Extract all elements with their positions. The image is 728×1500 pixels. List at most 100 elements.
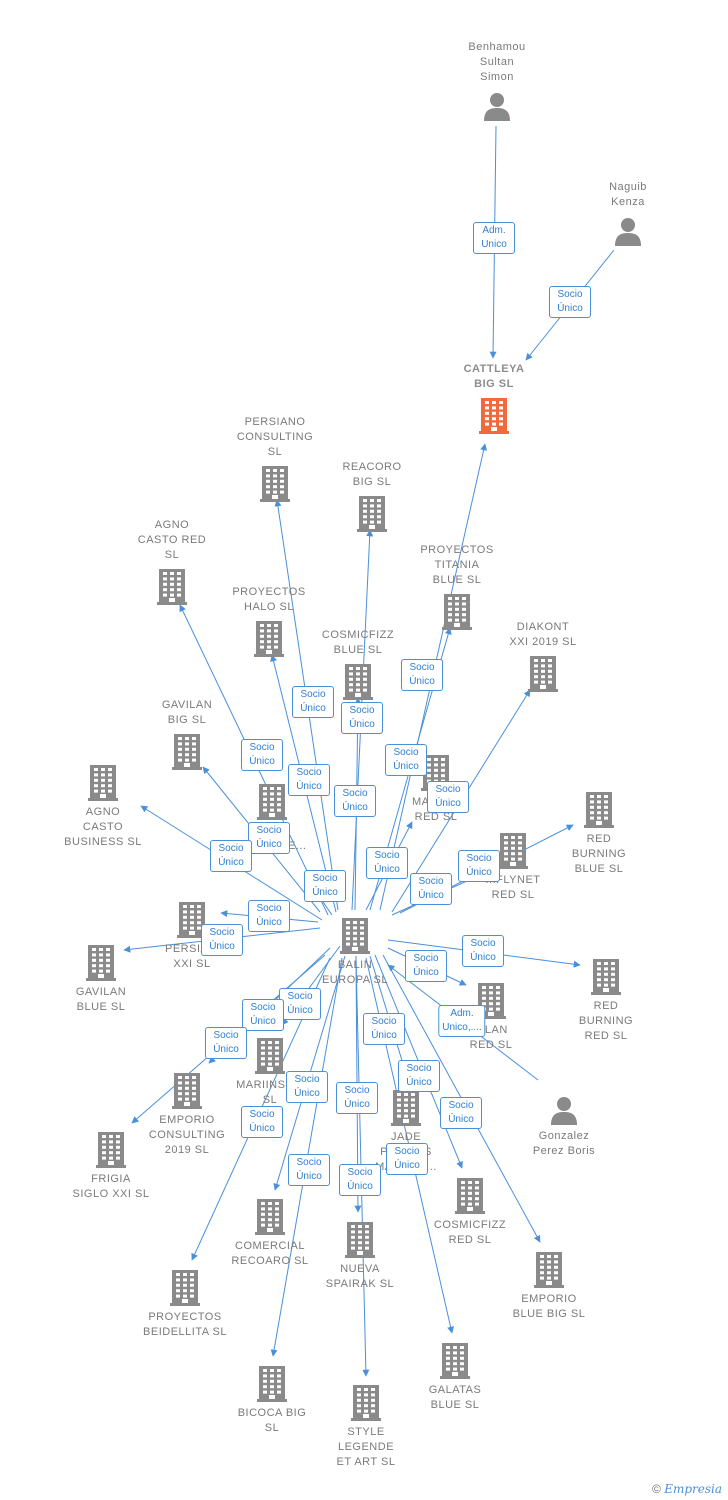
node-label: BALIN EUROPA SL — [321, 959, 389, 986]
company-agno_business[interactable]: AGNO CASTO BUSINESS SL — [43, 765, 163, 850]
node-label: FRIGIA SIGLO XXI SL — [72, 1173, 150, 1200]
edge-label-proyectos_titania[interactable]: Socio Único — [385, 744, 427, 776]
building-icon — [395, 1343, 515, 1379]
edge-label-mari_red[interactable]: Socio Único — [366, 847, 408, 879]
edge-label-agno_red[interactable]: Socio Único — [241, 739, 283, 771]
company-bicoca[interactable]: BICOCA BIG SL — [212, 1366, 332, 1436]
building-icon — [295, 918, 415, 954]
company-proyectos_halo[interactable]: PROYECTOS HALO SL — [209, 585, 329, 657]
building-icon — [539, 792, 659, 828]
company-gavilan_blue[interactable]: GAVILAN BLUE SL — [41, 945, 161, 1015]
person-benhamou[interactable]: Benhamou Sultan Simon — [437, 40, 557, 121]
node-label: PROYECTOS BEIDELLITA SL — [143, 1311, 227, 1338]
edge-label-reacoro[interactable]: Socio Único — [341, 702, 383, 734]
building-icon — [306, 1385, 426, 1421]
edge-label-gavilan_red[interactable]: Socio Único — [405, 950, 447, 982]
edge-label-galatas[interactable]: Socio Único — [386, 1143, 428, 1175]
edge-label-cosmicfizz_blue[interactable]: Socio Único — [334, 785, 376, 817]
company-reacoro[interactable]: REACORO BIG SL — [312, 460, 432, 532]
edge-label-cattleya[interactable]: Adm. Unico — [473, 222, 515, 254]
node-label: PROYECTOS HALO SL — [232, 586, 306, 613]
edge-label-lanzarote[interactable]: Socio Único — [304, 870, 346, 902]
company-red_burning_red[interactable]: RED BURNING RED SL — [546, 959, 666, 1044]
company-cosmicfizz_blue[interactable]: COSMICFIZZ BLUE SL — [298, 628, 418, 700]
node-label: REACORO BIG SL — [342, 461, 402, 488]
edge-label-bicoca[interactable]: Socio Único — [288, 1154, 330, 1186]
edge-label-persiano[interactable]: Socio Único — [292, 686, 334, 718]
node-label: AGNO CASTO BUSINESS SL — [64, 806, 142, 848]
edge-label-jade[interactable]: Socio Único — [363, 1013, 405, 1045]
company-balin[interactable]: BALIN EUROPA SL — [295, 918, 415, 988]
building-icon — [300, 1222, 420, 1258]
edge-label-comercial_recoaro[interactable]: Socio Único — [286, 1071, 328, 1103]
edge-label-frigia[interactable]: Socio Único — [205, 1027, 247, 1059]
node-label: GAVILAN BLUE SL — [75, 986, 127, 1013]
edge-label-cosmicfizz_red[interactable]: Socio Único — [398, 1060, 440, 1092]
company-cosmicfizz_red[interactable]: COSMICFIZZ RED SL — [410, 1178, 530, 1248]
node-label: COSMICFIZZ RED SL — [433, 1219, 507, 1246]
company-emporio_blue[interactable]: EMPORIO BLUE BIG SL — [489, 1252, 609, 1322]
edge-label-nueva_spairak[interactable]: Socio Único — [336, 1082, 378, 1114]
footer-brand: © Empresia — [652, 1482, 722, 1496]
edge-label-gavilan_big[interactable]: Socio Único — [248, 822, 290, 854]
building-icon — [546, 959, 666, 995]
person-icon — [504, 1095, 624, 1125]
company-frigia[interactable]: FRIGIA SIGLO XXI SL — [51, 1132, 171, 1202]
node-label: COSMICFIZZ BLUE SL — [321, 629, 395, 656]
company-emporio_consulting[interactable]: EMPORIO CONSULTING 2019 SL — [127, 1073, 247, 1158]
company-nueva_spairak[interactable]: NUEVA SPAIRAK SL — [300, 1222, 420, 1292]
edge-label-balin[interactable]: Adm. Unico,.... — [438, 1005, 486, 1037]
edge-label-red_burning_blue[interactable]: Socio Único — [458, 850, 500, 882]
building-icon — [210, 1038, 330, 1074]
company-proyectos_titania[interactable]: PROYECTOS TITANIA BLUE SL — [397, 543, 517, 630]
building-icon — [215, 466, 335, 502]
company-style_legende[interactable]: STYLE LEGENDE ET ART SL — [306, 1385, 426, 1470]
edge-label-emporio_consulting[interactable]: Socio Único — [242, 999, 284, 1031]
node-label: RED BURNING RED SL — [578, 1000, 634, 1042]
node-label: Naguib Kenza — [609, 181, 647, 208]
company-comercial_recoaro[interactable]: COMERCIAL RECOARO SL — [210, 1199, 330, 1269]
company-diakont[interactable]: DIAKONT XXI 2019 SL — [483, 620, 603, 692]
person-icon — [568, 216, 688, 246]
edge-label-gavilan_blue[interactable]: Socio Único — [201, 924, 243, 956]
company-gavilan_big[interactable]: GAVILAN BIG SL — [127, 698, 247, 770]
company-mariinsk[interactable]: MARIINSK... SL — [210, 1038, 330, 1108]
edge-label-persia_xxi[interactable]: Socio Único — [248, 900, 290, 932]
building-icon — [127, 1073, 247, 1109]
node-label: PROYECTOS TITANIA BLUE SL — [420, 544, 494, 586]
person-naguib[interactable]: Naguib Kenza — [568, 180, 688, 246]
company-agno_red[interactable]: AGNO CASTO RED SL — [112, 518, 232, 605]
edge-label-emporio_blue[interactable]: Socio Único — [440, 1097, 482, 1129]
edge-label-style_legende[interactable]: Socio Único — [339, 1164, 381, 1196]
building-icon — [125, 1270, 245, 1306]
person-gonzalez[interactable]: Gonzalez Perez Boris — [504, 1095, 624, 1159]
edge-label-flynet[interactable]: Socio Único — [410, 873, 452, 905]
node-label: EMPORIO BLUE BIG SL — [512, 1293, 586, 1320]
edge-label-red_burning_red[interactable]: Socio Único — [462, 935, 504, 967]
company-red_burning_blue[interactable]: RED BURNING BLUE SL — [539, 792, 659, 877]
node-label: NUEVA SPAIRAK SL — [325, 1263, 395, 1290]
edge-label-diakont[interactable]: Socio Único — [427, 781, 469, 813]
edge-label-cattleya[interactable]: Socio Único — [401, 659, 443, 691]
edge-label-proyectos_beidellita[interactable]: Socio Único — [241, 1106, 283, 1138]
building-icon — [41, 945, 161, 981]
person-icon — [437, 91, 557, 121]
company-persiano[interactable]: PERSIANO CONSULTING SL — [215, 415, 335, 502]
building-icon — [434, 398, 554, 434]
building-icon — [212, 784, 332, 820]
edge-label-mariinsk[interactable]: Socio Único — [279, 988, 321, 1020]
building-icon — [132, 902, 252, 938]
edge-label-agno_business[interactable]: Socio Único — [210, 840, 252, 872]
building-icon — [410, 1178, 530, 1214]
building-icon — [43, 765, 163, 801]
edge-label-cattleya[interactable]: Socio Único — [549, 286, 591, 318]
company-cattleya[interactable]: CATTLEYA BIG SL — [434, 362, 554, 434]
building-icon — [112, 569, 232, 605]
building-icon — [210, 1199, 330, 1235]
building-icon — [489, 1252, 609, 1288]
node-label: EMPORIO CONSULTING 2019 SL — [148, 1114, 226, 1156]
building-icon — [453, 833, 573, 869]
company-proyectos_beidellita[interactable]: PROYECTOS BEIDELLITA SL — [125, 1270, 245, 1340]
company-galatas[interactable]: GALATAS BLUE SL — [395, 1343, 515, 1413]
edge-label-proyectos_halo[interactable]: Socio Único — [288, 764, 330, 796]
